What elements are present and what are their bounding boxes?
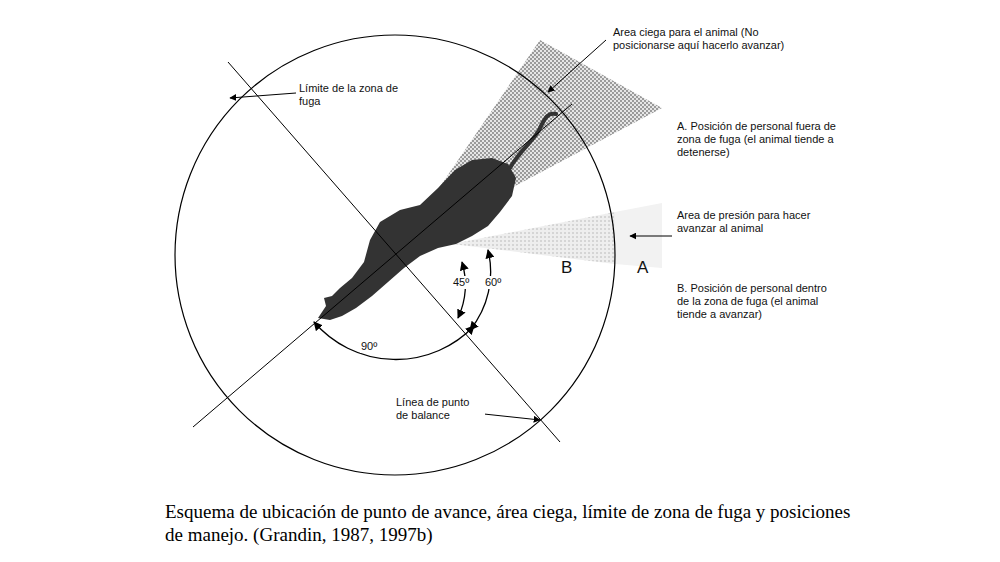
pressure-leader [630, 236, 672, 237]
position-a-note: A. Posición de personal fuera de zona de… [676, 120, 838, 159]
body-axis-line [193, 104, 572, 427]
angle-label: 60º [484, 276, 502, 289]
position-b-note: B. Posición de personal dentro de la zon… [676, 282, 838, 321]
zone-letter: B [560, 258, 573, 277]
angle-60-arc [470, 250, 491, 330]
boundary-label: Límite de la zona de fuga [298, 82, 418, 108]
boundary-leader [230, 93, 296, 98]
flight-zone-boundary [175, 35, 615, 475]
angle-90-arc [314, 322, 474, 359]
cattle-tail [510, 114, 556, 168]
pressure-area-label: Area de presión para hacer avanzar al an… [676, 209, 818, 235]
balance-point-line [228, 62, 560, 442]
angle-label: 45º [452, 276, 470, 289]
balance-line-label: Línea de punto de balance [395, 396, 485, 422]
angle-45-arc [458, 262, 465, 318]
blind-area-leader [548, 40, 606, 92]
angle-label: 90º [360, 340, 378, 353]
zone-letter: A [636, 258, 649, 277]
balance-leader [484, 414, 540, 420]
figure-caption: Esquema de ubicación de punto de avance,… [165, 500, 855, 546]
blind-area-label: Area ciega para el animal (No posicionar… [612, 26, 789, 52]
